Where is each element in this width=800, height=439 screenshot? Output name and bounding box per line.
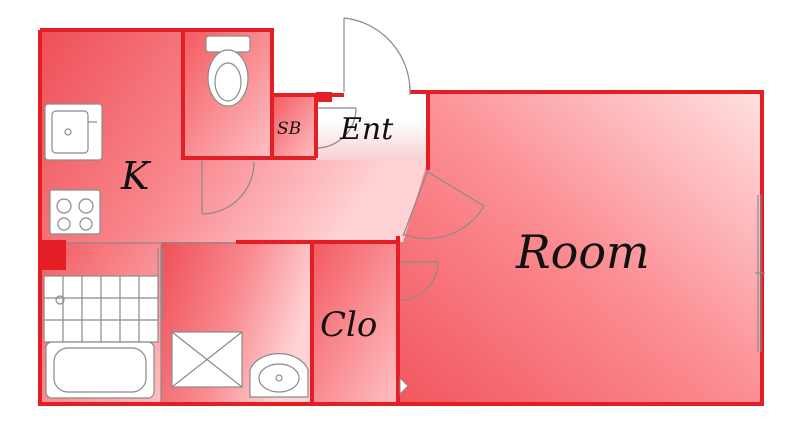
shoe-box-door[interactable]: [317, 107, 357, 149]
toilet-icon: [205, 35, 251, 107]
bath-corner-block: [40, 242, 66, 270]
kitchen-label: K: [120, 154, 152, 198]
shoe-box-label: SB: [277, 119, 301, 139]
closet-door[interactable]: [399, 261, 439, 396]
room-door[interactable]: [402, 169, 485, 240]
closet-fill: [312, 242, 398, 404]
partitions: [66, 195, 765, 402]
entrance-step-block: [316, 92, 332, 102]
room-label: Room: [515, 225, 650, 279]
sink-icon: [44, 103, 103, 161]
bathtub-icon: [45, 341, 155, 399]
closet-label: Clo: [320, 305, 377, 345]
entrance-door[interactable]: [343, 17, 411, 95]
kitchen-corridor-fill: [40, 30, 428, 242]
bathroom-tiles: [43, 275, 159, 343]
shoe-box-fill: [272, 95, 316, 158]
stove-icon: [49, 189, 101, 235]
toilet-wall: [181, 28, 274, 160]
outer-wall-right: [38, 30, 764, 406]
closet-wall: [310, 240, 400, 406]
doors: [157, 17, 485, 396]
toilet-door[interactable]: [201, 160, 255, 215]
entrance-fill: [316, 95, 428, 160]
washing-machine-icon: [171, 331, 243, 388]
washbasin-icon: [249, 353, 309, 398]
entrance-label: Ent: [339, 112, 394, 147]
main-room-fill: [398, 92, 762, 404]
walls: [38, 28, 764, 406]
